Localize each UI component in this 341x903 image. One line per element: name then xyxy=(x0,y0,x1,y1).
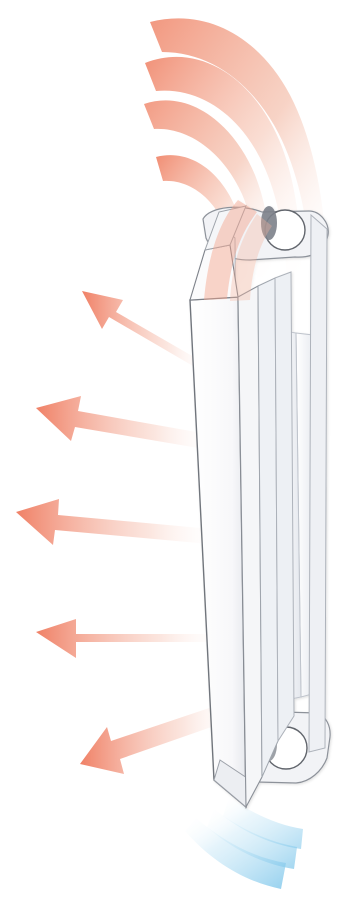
left-arrow-icon xyxy=(82,291,213,373)
radiator xyxy=(189,200,331,810)
left-arrow-icon xyxy=(36,619,228,658)
heat-arrow-group xyxy=(16,291,240,774)
cool-air-icon xyxy=(185,797,303,889)
left-arrow-icon xyxy=(36,396,219,451)
left-arrow-icon xyxy=(16,499,222,545)
left-arrow-icon xyxy=(80,700,240,774)
